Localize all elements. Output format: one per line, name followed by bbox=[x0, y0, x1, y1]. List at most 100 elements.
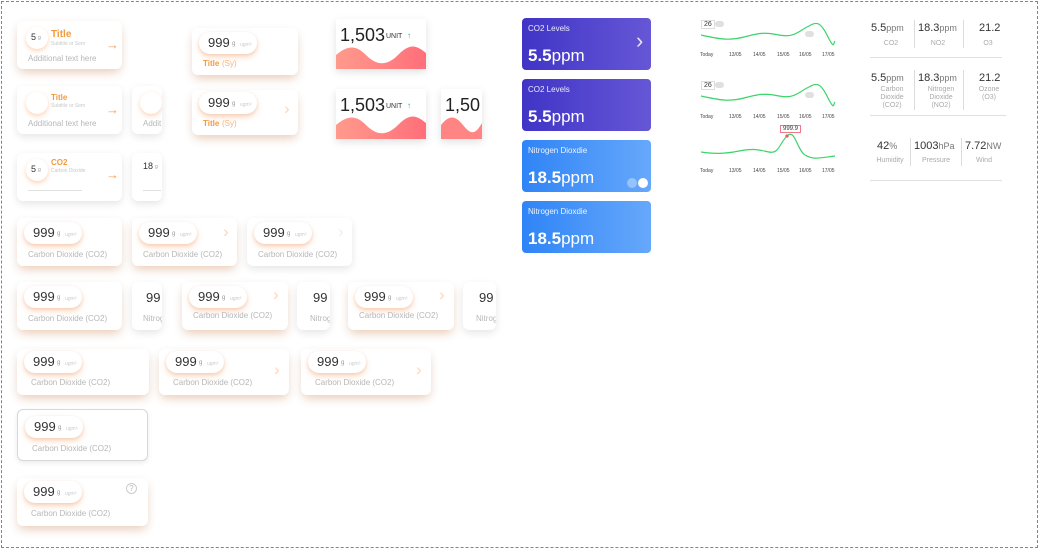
pill-unit: g bbox=[57, 360, 61, 366]
divider bbox=[870, 57, 1002, 58]
mini-chart-2: 26 Today 13/05 14/05 15/05 16/05 17/05 bbox=[699, 78, 839, 122]
metric-card-wide[interactable]: 999 g ugm³ Carbon Dioxide (CO2) bbox=[17, 349, 149, 395]
stat-caption: Humidity bbox=[876, 157, 904, 164]
chevron-right-icon[interactable]: › bbox=[338, 222, 344, 241]
pill-card-unit: (Sy) bbox=[222, 59, 237, 68]
co2-subtitle: Carbon Dioxide bbox=[51, 168, 86, 174]
unit-wave-card[interactable]: 1,503 UNIT ↑ bbox=[336, 89, 426, 139]
divider bbox=[870, 180, 1002, 181]
co2-title-card-partial[interactable]: 18 g bbox=[132, 153, 162, 201]
divider bbox=[961, 138, 962, 166]
x-tick: 13/05 bbox=[729, 168, 742, 174]
pill-unit: g bbox=[232, 41, 236, 47]
pill-value-partial: 99 bbox=[479, 290, 494, 305]
metric-card-outlined[interactable]: 999 g ugm³ Carbon Dioxide (CO2) bbox=[17, 409, 148, 461]
value-pill: 999 g ugm³ bbox=[24, 481, 82, 503]
pill-value-partial: 99 bbox=[313, 290, 328, 305]
x-tick: 17/05 bbox=[822, 168, 835, 174]
co2-title-card[interactable]: 5 g CO2 Carbon Dioxide → bbox=[17, 153, 122, 201]
value-pill: 999 g ugm³ bbox=[24, 286, 82, 308]
metric-card-partial[interactable]: 99 Nitrog bbox=[297, 282, 330, 330]
pill-tag: ugm³ bbox=[230, 296, 242, 302]
small-unit: g bbox=[38, 35, 41, 41]
unit-wave-card-partial[interactable]: 1,50 bbox=[441, 89, 482, 139]
metric-card-chevron[interactable]: 999 g ugm³ Carbon Dioxide (CO2) › bbox=[132, 218, 237, 266]
metric-card[interactable]: 999 g ugm³ Carbon Dioxide (CO2) bbox=[17, 218, 122, 266]
metric-card-partial[interactable]: 99 Nitrog bbox=[463, 282, 496, 330]
metric-card-partial[interactable]: 99 Nitrog bbox=[132, 282, 162, 330]
x-tick: 14/05 bbox=[753, 52, 766, 58]
chevron-right-icon[interactable]: › bbox=[284, 99, 290, 118]
pill-value: 999 bbox=[34, 419, 56, 434]
unit-label: UNIT bbox=[386, 103, 403, 110]
title-card-partial[interactable]: Addit bbox=[132, 86, 162, 134]
metric-card-wide-chevron[interactable]: 999 g ugm³ Carbon Dioxide (CO2) › bbox=[301, 349, 431, 395]
metric-card-help[interactable]: 999 g ugm³ Carbon Dioxide (CO2) ? bbox=[17, 478, 148, 526]
metric-label-partial: Nitrog bbox=[476, 314, 496, 323]
metric-label: Carbon Dioxide (CO2) bbox=[173, 378, 253, 387]
page-dot-active[interactable] bbox=[638, 178, 648, 188]
metric-label: Carbon Dioxide (CO2) bbox=[28, 250, 108, 259]
metric-label: Carbon Dioxide (CO2) bbox=[143, 250, 223, 259]
chevron-right-icon[interactable]: › bbox=[636, 28, 644, 53]
no2-level-card[interactable]: Nitrogen Dioxdie 18.5ppm bbox=[522, 140, 651, 192]
arrow-right-icon[interactable]: → bbox=[106, 102, 119, 117]
x-tick: 13/05 bbox=[729, 52, 742, 58]
value-pill: 999 g ugm³ bbox=[355, 286, 413, 308]
wave-graphic bbox=[441, 117, 482, 139]
pill-title-card-chevron[interactable]: 999 g ugm³ Title (Sy) › bbox=[192, 90, 298, 135]
pill-tag: ugm³ bbox=[295, 232, 307, 238]
co2-level-card[interactable]: CO2 Levels 5.5ppm bbox=[522, 79, 651, 131]
value-pill: 999 g ugm³ bbox=[254, 222, 312, 244]
additional-text: Additional text here bbox=[28, 119, 97, 128]
chevron-right-icon[interactable]: › bbox=[223, 222, 229, 241]
metric-label: Carbon Dioxide (CO2) bbox=[359, 311, 439, 320]
help-icon[interactable]: ? bbox=[126, 483, 137, 494]
pill-value: 999 bbox=[208, 95, 230, 110]
card-subtitle: Subtitle or Sem bbox=[51, 103, 86, 109]
gradient-card-value: 18.5ppm bbox=[528, 229, 594, 249]
unit-wave-card[interactable]: 1,503 UNIT ↑ bbox=[336, 19, 426, 69]
arrow-right-icon[interactable]: → bbox=[106, 167, 119, 182]
x-tick: 14/05 bbox=[753, 114, 766, 120]
additional-text-partial: Addit bbox=[143, 119, 162, 128]
cloud-icon bbox=[715, 82, 724, 88]
stat-caption: Pressure bbox=[921, 157, 950, 164]
arrow-right-icon[interactable]: → bbox=[106, 37, 119, 52]
metric-card-chevron[interactable]: 999 g ugm³ Carbon Dioxide (CO2) › bbox=[348, 282, 454, 330]
pill-unit: g bbox=[222, 295, 226, 301]
chevron-right-icon[interactable]: › bbox=[273, 285, 279, 304]
additional-text: Additional text here bbox=[28, 54, 97, 63]
divider bbox=[910, 138, 911, 166]
metric-card-chevron[interactable]: 999 g ugm³ Carbon Dioxide (CO2) › bbox=[182, 282, 288, 330]
title-card-empty[interactable]: Title Subtitle or Sem Additional text he… bbox=[17, 86, 122, 134]
chevron-right-icon[interactable]: › bbox=[274, 360, 280, 379]
pill-unit: g bbox=[232, 101, 236, 107]
gradient-card-value: 18.5ppm bbox=[528, 168, 594, 188]
stat-value: 5.5ppm bbox=[871, 22, 904, 34]
metric-label: Carbon Dioxide (CO2) bbox=[31, 509, 111, 518]
pill-value: 999 bbox=[364, 289, 386, 304]
x-tick: 15/05 bbox=[777, 52, 790, 58]
co2-level-card[interactable]: CO2 Levels 5.5ppm › bbox=[522, 18, 651, 70]
chevron-right-icon[interactable]: › bbox=[439, 285, 445, 304]
title-card[interactable]: 5 g Title Subtitle or Sem Additional tex… bbox=[17, 21, 122, 69]
card-title: Title bbox=[51, 29, 72, 40]
chevron-right-icon[interactable]: › bbox=[416, 360, 422, 379]
metric-label: Carbon Dioxide (CO2) bbox=[32, 444, 112, 453]
cloud-icon bbox=[715, 21, 724, 27]
small-value: 18 bbox=[143, 161, 154, 171]
metric-label: Carbon Dioxide (CO2) bbox=[315, 378, 395, 387]
gradient-card-title: CO2 Levels bbox=[528, 85, 570, 94]
value-pill: 999 g ugm³ bbox=[139, 222, 197, 244]
stats-row-2: 5.5ppm Carbon Dioxide (CO2) 18.3ppm Nitr… bbox=[870, 67, 1006, 119]
no2-level-card[interactable]: Nitrogen Dioxdie 18.5ppm bbox=[522, 201, 651, 253]
pill-unit: g bbox=[172, 231, 176, 237]
metric-card-wide-chevron[interactable]: 999 g ugm³ Carbon Dioxide (CO2) › bbox=[159, 349, 289, 395]
pill-title-card[interactable]: 999 g ugm³ Title (Sy) bbox=[192, 28, 298, 75]
metric-card-chevron[interactable]: 999 g ugm³ Carbon Dioxide (CO2) › bbox=[247, 218, 352, 266]
page-dot[interactable] bbox=[627, 178, 637, 188]
metric-card[interactable]: 999 g ugm³ Carbon Dioxide (CO2) bbox=[17, 282, 122, 330]
gradient-card-title: CO2 Levels bbox=[528, 24, 570, 33]
pill-tag: ugm³ bbox=[396, 296, 408, 302]
